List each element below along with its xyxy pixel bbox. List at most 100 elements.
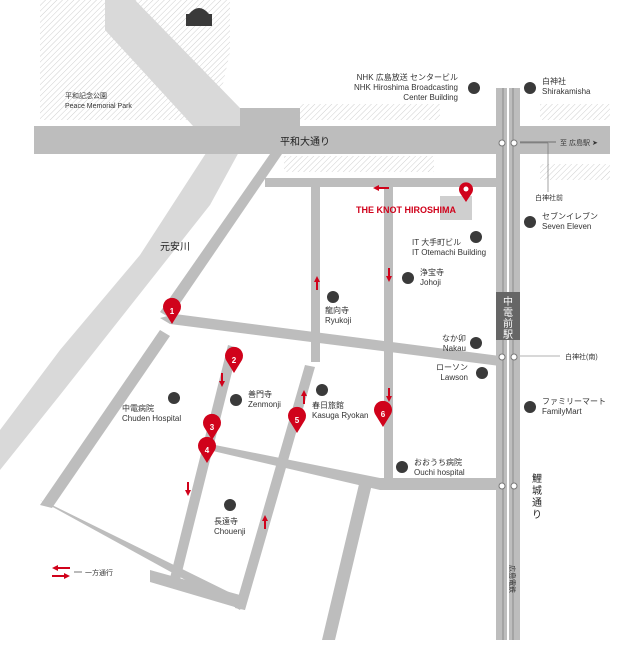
pin-number: 2: [232, 356, 237, 365]
road-char: 城: [532, 485, 542, 497]
landmark-shirakamisha[interactable]: 白神社 Shirakamisha: [524, 76, 591, 96]
road-label-heiwa-odori: 平和大通り: [280, 135, 330, 148]
station-char: 電: [503, 307, 513, 319]
arrow-down-icon: [386, 388, 392, 402]
arrow-down-icon: [185, 482, 191, 496]
poi-dot-icon: [470, 231, 482, 243]
pin-1[interactable]: 1: [163, 297, 181, 324]
hotel-pin-icon: [458, 182, 473, 202]
landmark-seven-eleven[interactable]: セブンイレブン Seven Eleven: [524, 211, 598, 231]
landmark-chuden-hospital[interactable]: 中電病院 Chuden Hospital: [122, 392, 181, 423]
arrow-down-icon: [386, 268, 392, 282]
poi-dot-icon: [168, 392, 180, 404]
station-label-shirakamisha-minami: 白神社(南): [565, 352, 598, 361]
landmark-en: Ouchi hospital: [414, 468, 465, 477]
landmark-kasuga-ryokan[interactable]: 春日旅館 Kasuga Ryokan: [312, 384, 368, 420]
legend-one-way: 一方通行: [52, 565, 113, 579]
landmark-ouchi-hospital[interactable]: おおうち病院 Ouchi hospital: [396, 457, 465, 477]
road-char: り: [532, 509, 542, 521]
landmark-nhk[interactable]: NHK 広島放送 センタービル NHK Hiroshima Broadcasti…: [354, 72, 480, 102]
landmark-ja: 白神社: [542, 76, 566, 86]
river-label-motoyasu: 元安川: [160, 240, 190, 253]
pin-number: 3: [210, 423, 215, 432]
landmark-ja: 長遠寺: [214, 516, 238, 526]
poi-dot-icon: [402, 272, 414, 284]
landmark-zenmonji[interactable]: 善門寺 Zenmonji: [230, 389, 281, 409]
landmark-ja: なか卯: [442, 334, 466, 343]
arrow-down-icon: [219, 373, 225, 387]
landmark-en: Chouenji: [214, 527, 246, 536]
pin-3[interactable]: 3: [203, 413, 221, 440]
station-char: 駅: [503, 329, 513, 341]
arrow-right-icon: ➤: [592, 140, 598, 147]
landmark-chouenji[interactable]: 長遠寺 Chouenji: [214, 499, 246, 536]
pin-number: 6: [381, 410, 386, 419]
poi-dot-icon: [524, 82, 536, 94]
road-char: 鯉: [532, 472, 542, 485]
poi-dot-icon: [230, 394, 242, 406]
landmark-en: Shirakamisha: [542, 87, 591, 96]
landmark-nakau[interactable]: なか卯 Nakau: [442, 334, 482, 353]
landmark-ja: 中電病院: [122, 403, 154, 413]
arrow-up-icon: [262, 515, 268, 529]
landmark-en: Johoji: [420, 278, 441, 287]
landmark-ryukoji[interactable]: 龍向寺 Ryukoji: [325, 291, 351, 325]
landmark-ja: 春日旅館: [312, 400, 344, 410]
road-char: 通: [532, 497, 542, 509]
landmark-familymart[interactable]: ファミリーマート FamilyMart: [524, 397, 606, 416]
pin-2[interactable]: 2: [225, 346, 243, 373]
arrow-up-icon: [314, 276, 320, 290]
landmark-johoji[interactable]: 浄宝寺 Johoji: [402, 267, 444, 287]
landmark-ja: おおうち病院: [414, 457, 462, 467]
poi-dot-icon: [468, 82, 480, 94]
road-label-rijo-dori: 鯉 城 通 り: [532, 472, 542, 521]
tram-line-label: 広島電鉄: [508, 565, 517, 593]
station-char: 前: [503, 317, 513, 330]
hotel-the-knot[interactable]: THE KNOT HIROSHIMA: [356, 177, 473, 220]
landmark-en: Ryukoji: [325, 316, 351, 325]
landmark-ja: 善門寺: [248, 389, 272, 399]
landmark-ja: 浄宝寺: [420, 267, 444, 277]
pin-6[interactable]: 6: [374, 400, 393, 427]
river: [0, 0, 240, 470]
landmark-en: FamilyMart: [542, 407, 582, 416]
landmark-ja: 龍向寺: [325, 305, 349, 315]
landmark-ja: ローソン: [436, 363, 468, 372]
landmark-ja: セブンイレブン: [542, 211, 598, 221]
park-name-en: Peace Memorial Park: [65, 103, 132, 110]
station-chuden-mae[interactable]: 中 電 前 駅: [496, 292, 520, 341]
arrow-left-icon: [52, 565, 70, 571]
to-station-label: 至 広島駅 ➤: [520, 138, 598, 147]
landmark-en: NHK Hiroshima Broadcasting: [354, 83, 458, 92]
landmark-it-otemachi[interactable]: IT 大手町ビル IT Otemachi Building: [412, 231, 486, 257]
pin-4[interactable]: 4: [198, 436, 216, 463]
station-label-shirakamisha-mae: 白神社前: [535, 193, 563, 202]
monument-icon: [186, 8, 212, 26]
poi-dot-icon: [327, 291, 339, 303]
legend-label: 一方通行: [85, 568, 113, 577]
poi-dot-icon: [524, 216, 536, 228]
poi-dot-icon: [396, 461, 408, 473]
landmark-ja: NHK 広島放送 センタービル: [357, 72, 458, 82]
pin-5[interactable]: 5: [288, 406, 306, 433]
arrow-up-icon: [301, 390, 307, 404]
pin-number: 4: [205, 446, 210, 455]
poi-dot-icon: [316, 384, 328, 396]
landmark-en: Kasuga Ryokan: [312, 411, 368, 420]
landmark-ja: IT 大手町ビル: [412, 237, 461, 247]
pin-number: 1: [170, 307, 175, 316]
landmark-en: Seven Eleven: [542, 222, 591, 231]
landmark-en: Chuden Hospital: [122, 414, 181, 423]
arrow-left-icon: [373, 185, 389, 191]
landmark-en: Lawson: [440, 373, 468, 382]
pin-number: 5: [295, 416, 300, 425]
roads: [34, 88, 610, 640]
station-char: 中: [503, 295, 513, 308]
landmark-lawson[interactable]: ローソン Lawson: [436, 363, 488, 382]
poi-dot-icon: [470, 337, 482, 349]
poi-dot-icon: [476, 367, 488, 379]
poi-dot-icon: [524, 401, 536, 413]
poi-dot-icon: [224, 499, 236, 511]
